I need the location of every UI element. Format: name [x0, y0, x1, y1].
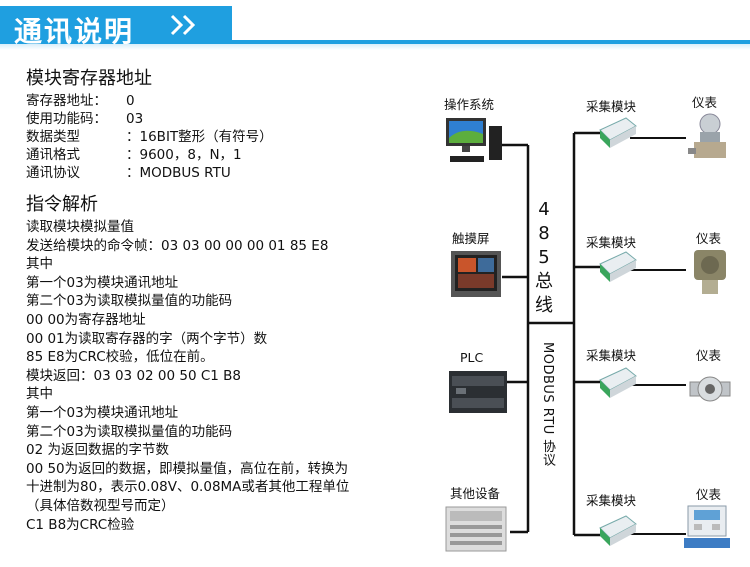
- command-line: C1 B8为CRC检验: [26, 516, 135, 533]
- master-label-plc: PLC: [460, 350, 484, 365]
- register-spec-row: 使用功能码： 03: [26, 110, 436, 128]
- command-line: 其中: [26, 256, 53, 273]
- command-line: 模块返回：03 03 02 00 50 C1 B8: [26, 367, 242, 384]
- spec-key: 寄存器地址：: [26, 93, 107, 109]
- register-spec-row: 数据类型 ：16BIT整形（有符号）: [26, 128, 436, 146]
- touchscreen-icon: [451, 251, 501, 297]
- command-line: 00 50为返回的数据，即模拟量值，高位在前，转换为: [26, 460, 349, 477]
- module-registers-title: 模块寄存器地址: [26, 68, 152, 89]
- spec-key: 数据类型: [26, 129, 80, 145]
- instrument-label-4: 仪表: [696, 487, 722, 502]
- command-line: 发送给模块的命令帧：03 03 00 00 00 01 85 E8: [26, 237, 329, 254]
- command-analysis-body: 读取模块模拟量值发送给模块的命令帧：03 03 00 00 00 01 85 E…: [26, 218, 436, 534]
- spec-key: 通讯格式: [26, 147, 80, 163]
- register-spec-row: 通讯格式 ：9600，8，N，1: [26, 146, 436, 164]
- register-spec-row: 通讯协议 ：MODBUS RTU: [26, 164, 436, 182]
- header-shadow: [0, 44, 750, 50]
- computer-icon: [446, 118, 502, 162]
- spec-value: 03: [126, 111, 144, 127]
- acquisition-module-icon: [599, 251, 637, 282]
- pressure-transmitter-icon: [688, 113, 726, 158]
- acquisition-module-icon: [599, 367, 637, 398]
- command-line: 读取模块模拟量值: [26, 219, 134, 235]
- flow-meter-icon: [689, 376, 731, 402]
- spec-key: 通讯协议: [26, 165, 80, 181]
- bus-label-char: 总: [535, 271, 553, 292]
- register-spec-list: 寄存器地址： 0 使用功能码： 03 数据类型 ：16BIT整形（有符号） 通讯格式 ：960…: [26, 92, 436, 182]
- command-line: 十进制为80，表示0.08V、0.08MA或者其他工程单位: [26, 479, 350, 496]
- command-line: 00 00为寄存器地址: [26, 311, 146, 328]
- spec-value: 0: [126, 93, 135, 109]
- command-line: 第一个03为模块通讯地址: [26, 274, 179, 291]
- command-line: 第二个03为读取模拟量值的功能码: [26, 423, 233, 440]
- module-label-2: 采集模块: [586, 235, 637, 250]
- flow-transmitter-icon: [684, 505, 730, 548]
- header-banner: 通讯说明: [0, 0, 750, 52]
- command-line: （具体倍数视型号而定）: [26, 497, 175, 514]
- master-label-other: 其他设备: [450, 486, 501, 501]
- bus-label-char: 线: [535, 295, 553, 316]
- level-gauge-icon: [694, 250, 726, 294]
- command-line: 02 为返回数据的字节数: [26, 442, 169, 459]
- command-line: 85 E8为CRC校验，低位在前。: [26, 349, 214, 366]
- bus-label-char: 8: [538, 223, 550, 244]
- acquisition-module-icon: [599, 515, 637, 546]
- spec-value: ：16BIT整形（有符号）: [126, 129, 273, 145]
- industrial-pc-icon: [445, 506, 507, 552]
- spec-value: ：MODBUS RTU: [126, 165, 231, 181]
- command-line: 第一个03为模块通讯地址: [26, 404, 179, 421]
- network-diagram: 操作系统 触摸屏 PLC 其他设备 4 8 5 总线 MODBUS RTU 协议 采集…: [430, 80, 750, 567]
- instrument-label-1: 仪表: [692, 95, 718, 110]
- master-label-touchscreen: 触摸屏: [452, 231, 490, 246]
- bus-protocol-label: MODBUS RTU 协议: [540, 342, 555, 467]
- left-text-column: 模块寄存器地址 寄存器地址： 0 使用功能码： 03 数据类型 ：16BIT整形（有符号）…: [26, 68, 436, 534]
- instrument-label-3: 仪表: [696, 348, 722, 363]
- module-label-3: 采集模块: [586, 348, 637, 363]
- command-line: 第二个03为读取模拟量值的功能码: [26, 293, 233, 310]
- command-analysis-title: 指令解析: [26, 194, 98, 215]
- master-label-os: 操作系统: [444, 97, 495, 112]
- module-label-4: 采集模块: [586, 493, 637, 508]
- command-line: 00 01为读取寄存器的字（两个字节）数: [26, 330, 268, 347]
- acquisition-module-icon: [599, 117, 637, 148]
- page-title: 通讯说明: [14, 15, 135, 48]
- register-spec-row: 寄存器地址： 0: [26, 92, 436, 110]
- module-label-1: 采集模块: [586, 99, 637, 114]
- header-rule: [232, 40, 750, 44]
- double-chevron-icon: [170, 14, 196, 36]
- command-line: 其中: [26, 386, 53, 403]
- spec-key: 使用功能码：: [26, 111, 107, 127]
- bus-485-label: 4 8 5 总线: [532, 198, 556, 318]
- bus-label-char: 5: [538, 247, 550, 268]
- instrument-label-2: 仪表: [696, 231, 722, 246]
- plc-icon: [449, 371, 507, 413]
- spec-value: ：9600，8，N，1: [126, 147, 242, 163]
- bus-label-char: 4: [538, 199, 550, 220]
